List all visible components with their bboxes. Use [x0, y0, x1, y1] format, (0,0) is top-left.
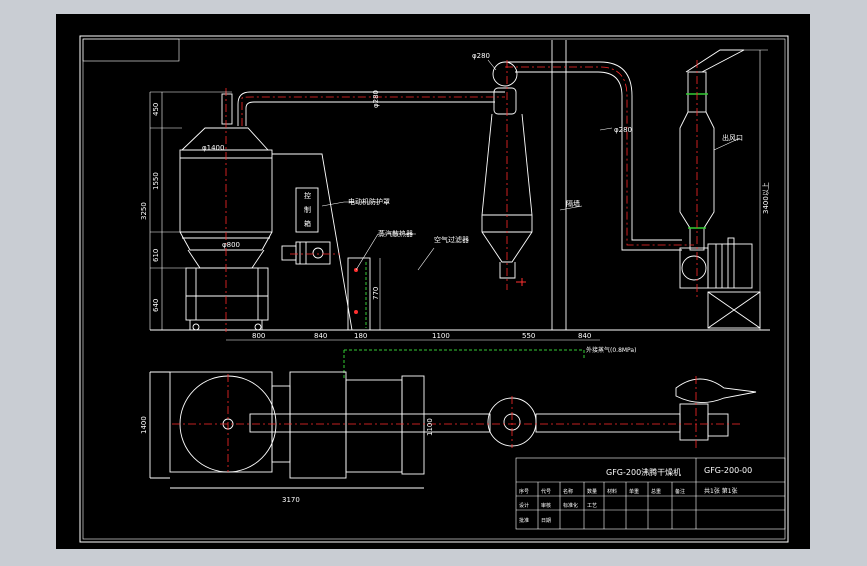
frame-lines: [79, 35, 789, 543]
dim-plan-1100: 1100: [426, 418, 434, 436]
dim-770: 770: [372, 287, 380, 300]
tb-cell-13: 批准: [519, 517, 529, 524]
tb-cell-4: 数量: [587, 488, 597, 495]
label-d280-mid: φ280: [372, 90, 380, 108]
label-heater: 蒸汽散热器: [378, 229, 413, 238]
label-wall: 隔墙: [566, 199, 580, 208]
dim-1550: 1550: [152, 172, 160, 190]
tb-cell-7: 总重: [651, 488, 661, 495]
fan-assembly: [679, 49, 761, 329]
tb-cell-2: 代号: [541, 488, 551, 495]
tb-cell-3: 名称: [563, 488, 573, 495]
label-d1400: φ1400: [202, 144, 224, 152]
tb-cell-14: 日期: [541, 518, 551, 524]
tb-cell-12: 工艺: [587, 503, 597, 509]
labels: φ1400 φ800 φ280 φ280 φ280 控 制 箱 电动机防护罩 蒸…: [140, 52, 770, 524]
dim-180: 180: [354, 332, 367, 340]
label-control-2: 制: [304, 205, 311, 214]
dim-550: 550: [522, 332, 535, 340]
tb-cell-5: 材料: [607, 488, 617, 495]
dim-plan-1400: 1400: [140, 416, 148, 434]
dim-840b: 840: [578, 332, 591, 340]
label-steam-source: 外接蒸气(0.8MPa): [586, 346, 636, 354]
tb-cell-10: 审核: [541, 502, 551, 509]
heater-dashes: [343, 262, 585, 378]
tb-cell-8: 备注: [675, 488, 685, 495]
label-d800: φ800: [222, 241, 240, 249]
label-control-3: 箱: [304, 219, 311, 228]
label-motor-guard: 电动机防护罩: [348, 197, 390, 206]
drawing-title: GFG-200沸腾干燥机: [606, 467, 681, 477]
dim-640: 640: [152, 299, 160, 312]
label-air-filter: 空气过滤器: [434, 235, 469, 244]
drawing-sheet: [56, 14, 810, 549]
tb-cell-6: 单重: [629, 488, 639, 495]
dim-3250: 3250: [140, 202, 148, 220]
label-control-1: 控: [304, 191, 311, 200]
dim-plan-3170: 3170: [282, 496, 300, 504]
label-d280-top: φ280: [472, 52, 490, 60]
title-block: [515, 457, 786, 530]
tb-cell-9: 设计: [519, 502, 529, 509]
dim-1100: 1100: [432, 332, 450, 340]
label-d280-right: φ280: [614, 126, 632, 134]
drawing-code: GFG-200-00: [704, 466, 752, 475]
dim-450: 450: [152, 103, 160, 116]
dim-610: 610: [152, 249, 160, 262]
dim-lines: [149, 49, 768, 341]
tb-cell-1: 序号: [519, 488, 529, 495]
duct-main: [237, 40, 682, 330]
dim-800: 800: [252, 332, 265, 340]
label-height-right: 3400以上: [761, 182, 770, 214]
tb-cell-11: 标准化: [563, 502, 578, 509]
centerlines-elevation: [225, 60, 698, 332]
sheet-count: 共1张 第1张: [704, 487, 738, 495]
dim-840a: 840: [314, 332, 327, 340]
label-fan-outlet: 出风口: [722, 133, 743, 142]
centerlines-plan: [172, 374, 740, 472]
outlet-hook: [516, 278, 526, 286]
